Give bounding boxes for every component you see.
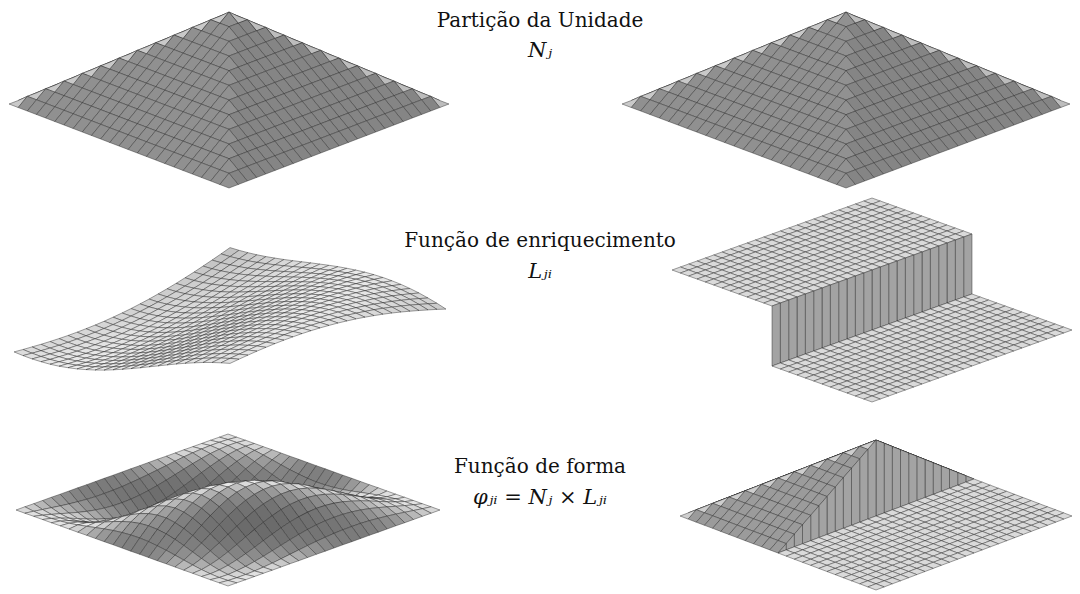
- surface-mesh: [9, 12, 449, 188]
- surface-facet: [221, 358, 239, 363]
- surface-facet: [930, 246, 938, 309]
- surface-facet: [220, 173, 238, 188]
- surface-mesh: [14, 248, 446, 371]
- surface-facet: [837, 173, 856, 188]
- surface-facet: [905, 255, 913, 318]
- surface-mesh: [622, 12, 1070, 188]
- surface-facet: [964, 234, 972, 297]
- surface-facet: [939, 243, 947, 306]
- surface-facet: [889, 261, 897, 324]
- surface-facet: [947, 240, 955, 303]
- surface-facet: [955, 237, 963, 300]
- surface-facet: [897, 258, 905, 321]
- surface-facet: [880, 264, 888, 327]
- surface-mesh: [672, 198, 1072, 402]
- surface-facet: [914, 252, 922, 315]
- surface-facet: [922, 249, 930, 312]
